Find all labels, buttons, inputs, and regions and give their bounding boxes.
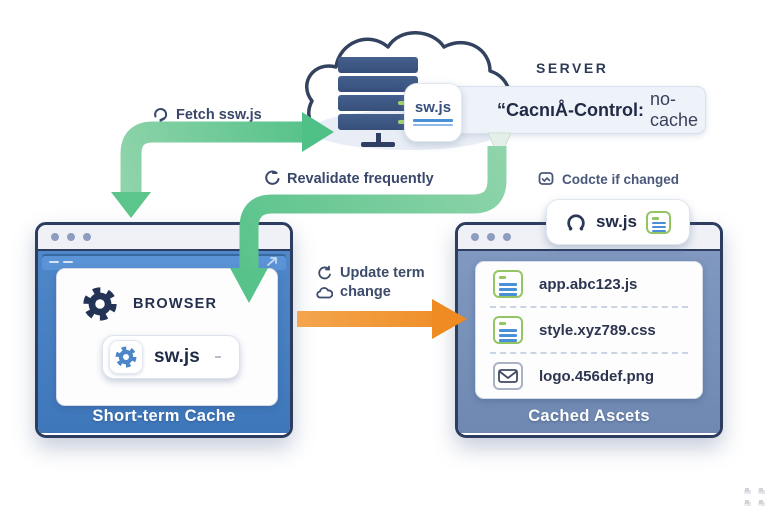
sw-js-badge: sw.js xyxy=(404,83,462,142)
rack-stand xyxy=(375,133,381,142)
window-dot[interactable] xyxy=(503,233,511,241)
file-name: style.xyz789.css xyxy=(539,321,656,339)
revalidate-label: Revalidate frequently xyxy=(264,170,434,187)
cached-assets-window: app.abc123.js style.xyz789.css xyxy=(455,222,723,438)
update-label-line2: change xyxy=(340,284,391,300)
diff-check-icon xyxy=(538,172,554,185)
sw-js-card: sw.js xyxy=(546,199,690,245)
window-caption: Cached Ascets xyxy=(528,407,650,425)
revalidate-label-text: Revalidate frequently xyxy=(287,170,434,187)
tick-mark xyxy=(214,356,221,358)
window-dot[interactable] xyxy=(67,233,75,241)
icon-detail xyxy=(651,225,666,228)
server-rack-icon xyxy=(338,57,418,147)
conditional-label-text: Codcte if changed xyxy=(562,171,680,187)
window-titlebar xyxy=(38,225,290,251)
rack-base xyxy=(361,142,395,147)
code-file-icon xyxy=(493,270,523,298)
underline xyxy=(413,124,453,126)
window-caption: Short-term Cache xyxy=(92,407,236,425)
cache-control-tooltip: “CacnıÅ-Control: no-cache xyxy=(420,86,706,134)
window-dot[interactable] xyxy=(51,233,59,241)
hook-icon xyxy=(567,214,585,231)
fetch-arrow xyxy=(120,121,304,198)
window-dot[interactable] xyxy=(487,233,495,241)
gear-icon-blue xyxy=(115,346,137,368)
fetch-label: Fetch ssw.js xyxy=(152,106,262,123)
window-dot[interactable] xyxy=(471,233,479,241)
server-label: SERVER xyxy=(536,60,609,76)
icon-detail xyxy=(651,229,666,232)
image-file-icon xyxy=(493,362,523,390)
file-row[interactable]: app.abc123.js xyxy=(476,262,702,306)
update-label-line1: Update term xyxy=(340,265,425,281)
gear-badge xyxy=(109,340,143,374)
window-dot[interactable] xyxy=(83,233,91,241)
browser-panel: BROWSER sw.js xyxy=(56,268,278,406)
sw-js-pill-label: sw.js xyxy=(154,346,200,367)
conditional-label: Codcte if changed xyxy=(538,171,679,187)
assets-panel: app.abc123.js style.xyz789.css xyxy=(475,261,703,399)
refresh-icon xyxy=(154,108,168,123)
sync-icon xyxy=(318,265,331,280)
address-bar-text xyxy=(49,260,73,264)
cache-control-value: no-cache xyxy=(650,89,699,130)
cloud-small-icon xyxy=(316,286,333,298)
divider xyxy=(490,306,688,308)
sw-js-card-label: sw.js xyxy=(596,212,637,231)
browser-window: BROWSER sw.js Short-term Cache xyxy=(35,222,293,438)
watermark xyxy=(745,488,764,504)
clock-refresh-icon xyxy=(265,170,280,185)
fetch-label-text: Fetch ssw.js xyxy=(176,106,262,123)
code-file-icon xyxy=(493,316,523,344)
resize-icon[interactable] xyxy=(265,256,279,268)
sw-js-pill[interactable]: sw.js xyxy=(102,335,240,379)
file-row[interactable]: logo.456def.png xyxy=(476,354,702,398)
file-name: app.abc123.js xyxy=(539,275,638,293)
icon-detail xyxy=(651,216,659,220)
gear-icon xyxy=(83,287,117,321)
file-row[interactable]: style.xyz789.css xyxy=(476,308,702,352)
code-file-icon xyxy=(645,210,671,234)
fetch-arrowhead-down xyxy=(111,192,151,218)
server-unit xyxy=(338,76,418,92)
browser-label: BROWSER xyxy=(133,296,218,312)
sw-js-badge-label: sw.js xyxy=(414,99,452,116)
icon-detail xyxy=(651,221,666,224)
cache-control-directive: “CacnıÅ-Control: xyxy=(497,99,644,120)
server-unit xyxy=(338,57,418,73)
file-name: logo.456def.png xyxy=(539,367,655,385)
update-label: Update term change xyxy=(316,264,425,302)
underline xyxy=(413,119,453,122)
divider xyxy=(490,352,688,354)
